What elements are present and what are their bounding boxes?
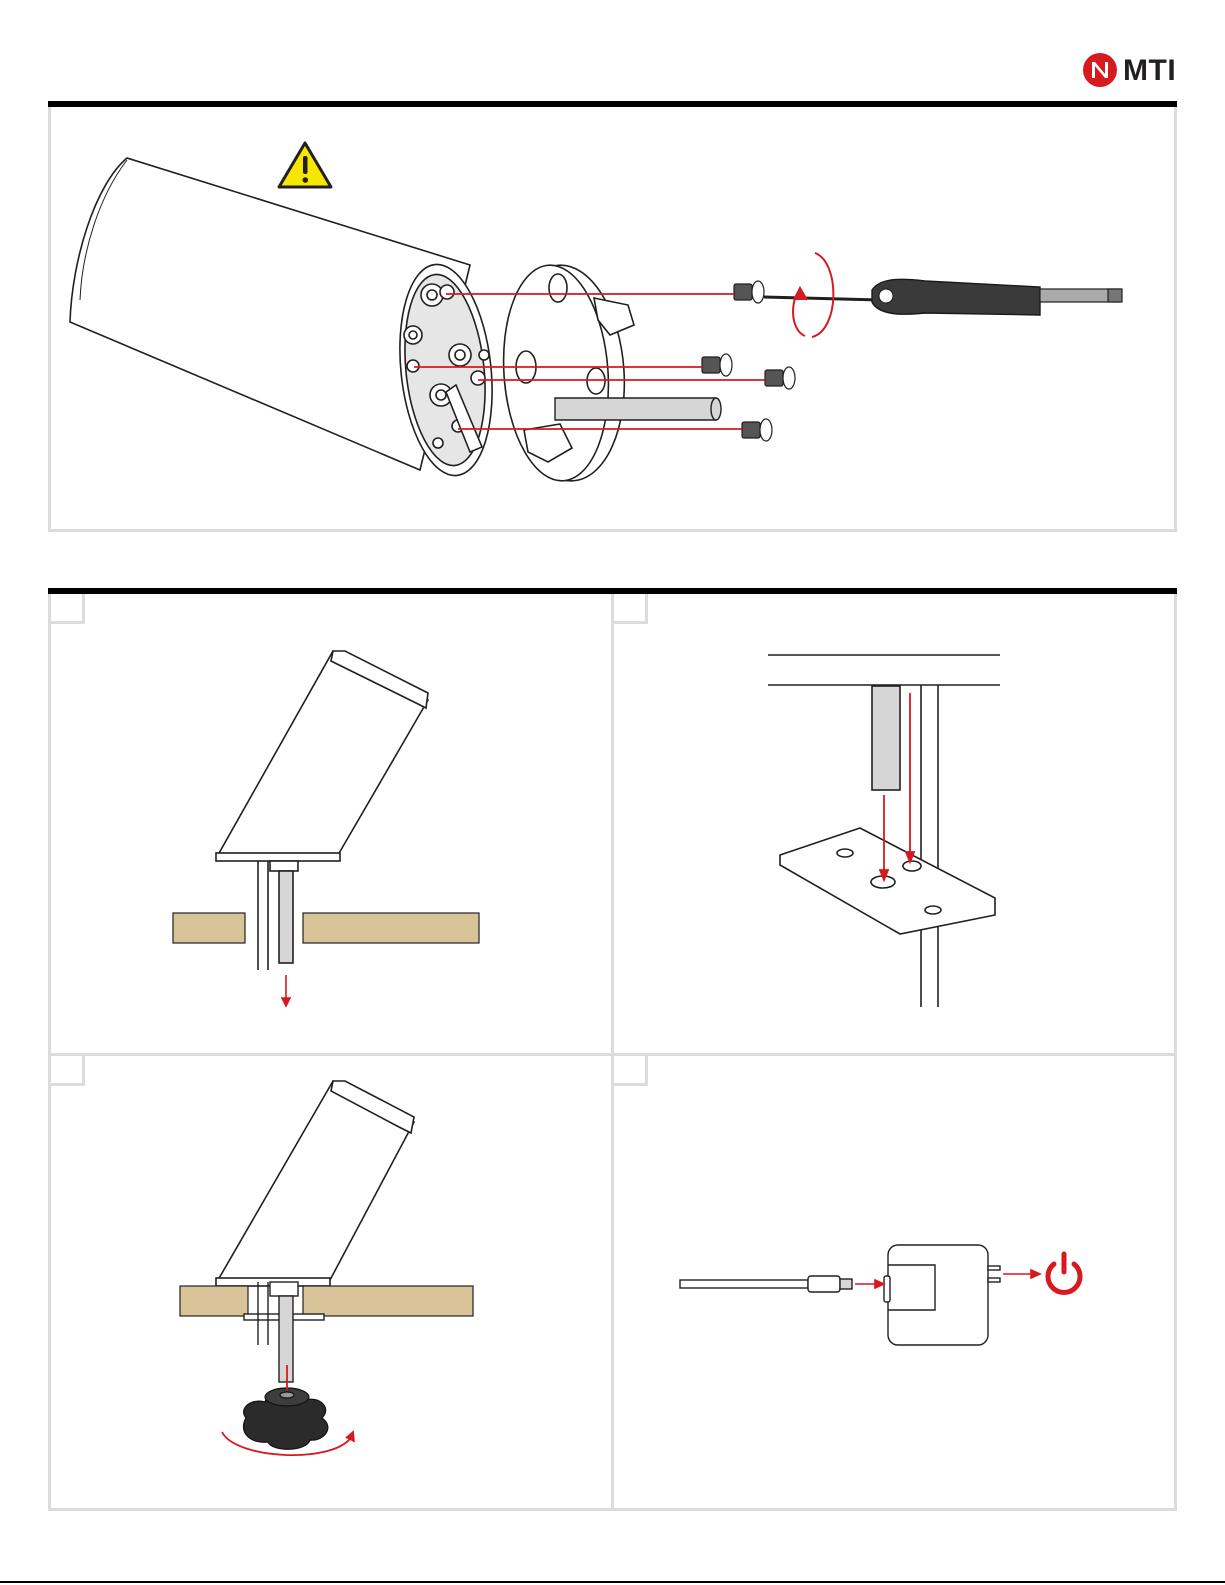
footer-rule [0,1581,1225,1583]
step-panel-2 [613,594,1177,1053]
exploded-assembly-panel [48,107,1177,532]
step-panel-4 [613,1053,1177,1511]
step-tab-1 [51,594,85,624]
step-panel-3 [48,1053,613,1511]
mti-logo-mark [1083,53,1117,87]
step-tab-4 [614,1056,648,1086]
step-tab-3 [51,1056,85,1086]
logo-wordmark: MTI [1123,54,1176,88]
mti-logo: MTI [1083,50,1183,90]
step-tab-2 [614,594,648,624]
step-panel-1 [48,594,613,1053]
